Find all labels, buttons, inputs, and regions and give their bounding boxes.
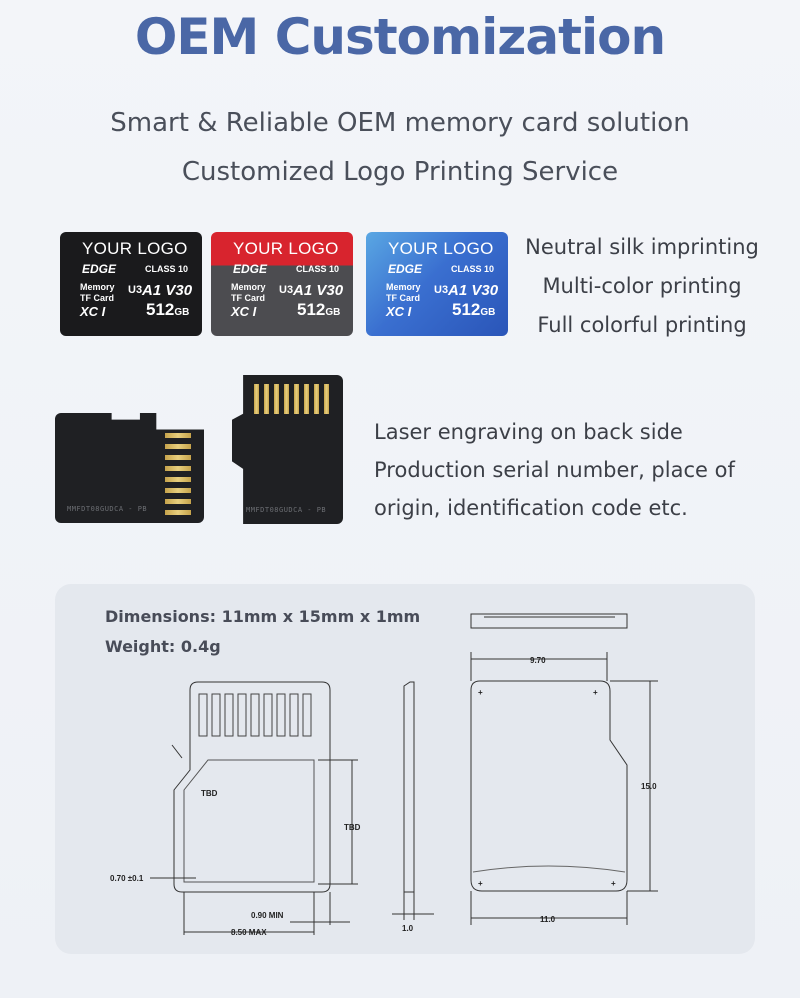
laser-line: origin, identification code etc.: [374, 496, 688, 520]
label-width-bottom: 11.0: [540, 915, 556, 924]
page-title: OEM Customization: [134, 8, 666, 66]
card-speed: A1 V30: [142, 282, 193, 299]
dimensions-text: Dimensions: 11mm x 15mm x 1mm: [105, 607, 421, 626]
svg-text:+: +: [478, 688, 483, 697]
card-capacity: 512GB: [452, 300, 496, 319]
card-back-horizontal: MMFDT08GUDCA - PB: [55, 413, 204, 523]
label-thickness: 1.0: [402, 924, 414, 933]
card-class: CLASS 10: [450, 264, 494, 274]
weight-text: Weight: 0.4g: [105, 637, 221, 656]
label-max: 8.50 MAX: [231, 928, 267, 937]
subtitle-2: Customized Logo Printing Service: [181, 157, 619, 187]
card-class: CLASS 10: [144, 264, 188, 274]
label-tbd: TBD: [344, 823, 361, 832]
spec-text: Dimensions: 11mm x 15mm x 1mm Weight: 0.…: [105, 602, 420, 662]
label-tolerance: 0.70 ±0.1: [110, 874, 144, 883]
card-brand: EDGE: [82, 262, 117, 276]
card-xc: XC I: [231, 304, 257, 319]
subtitle-1: Smart & Reliable OEM memory card solutio…: [110, 108, 690, 138]
printing-options-list: Neutral silk imprinting Multi-color prin…: [522, 230, 762, 347]
card-brand: EDGE: [388, 262, 423, 276]
card-xc: XC I: [386, 304, 412, 319]
card-class: CLASS 10: [295, 264, 339, 274]
label-tbd: TBD: [201, 789, 218, 798]
label-width-top: 9.70: [530, 656, 546, 665]
label-min: 0.90 MIN: [251, 911, 284, 920]
card-back-vertical: MMFDT08GUDCA - PB: [232, 375, 343, 524]
label-height: 15.0: [641, 782, 657, 791]
svg-text:+: +: [611, 879, 616, 888]
card-capacity: 512GB: [146, 300, 190, 319]
card-xc: XC I: [80, 304, 106, 319]
printing-option: Multi-color printing: [542, 274, 742, 298]
printing-option: Full colorful printing: [537, 313, 747, 337]
card-logo-text: YOUR LOGO: [388, 239, 494, 258]
card-u3: U3: [279, 284, 294, 296]
card-speed: A1 V30: [448, 282, 499, 299]
card-u3: U3: [434, 284, 449, 296]
serial-number: MMFDT08GUDCA - PB: [246, 506, 327, 514]
laser-line: Laser engraving on back side: [374, 420, 683, 444]
card-u3: U3: [128, 284, 143, 296]
printing-option: Neutral silk imprinting: [525, 235, 759, 259]
laser-line: Production serial number, place of: [374, 458, 735, 482]
card-logo-text: YOUR LOGO: [233, 239, 339, 258]
card-brand: EDGE: [233, 262, 268, 276]
card-logo-text: YOUR LOGO: [82, 239, 188, 258]
card-capacity: 512GB: [297, 300, 341, 319]
serial-number: MMFDT08GUDCA - PB: [67, 505, 148, 513]
svg-text:+: +: [478, 879, 483, 888]
card-speed: A1 V30: [293, 282, 344, 299]
svg-text:+: +: [593, 688, 598, 697]
laser-engraving-text: Laser engraving on back side Production …: [374, 418, 735, 532]
